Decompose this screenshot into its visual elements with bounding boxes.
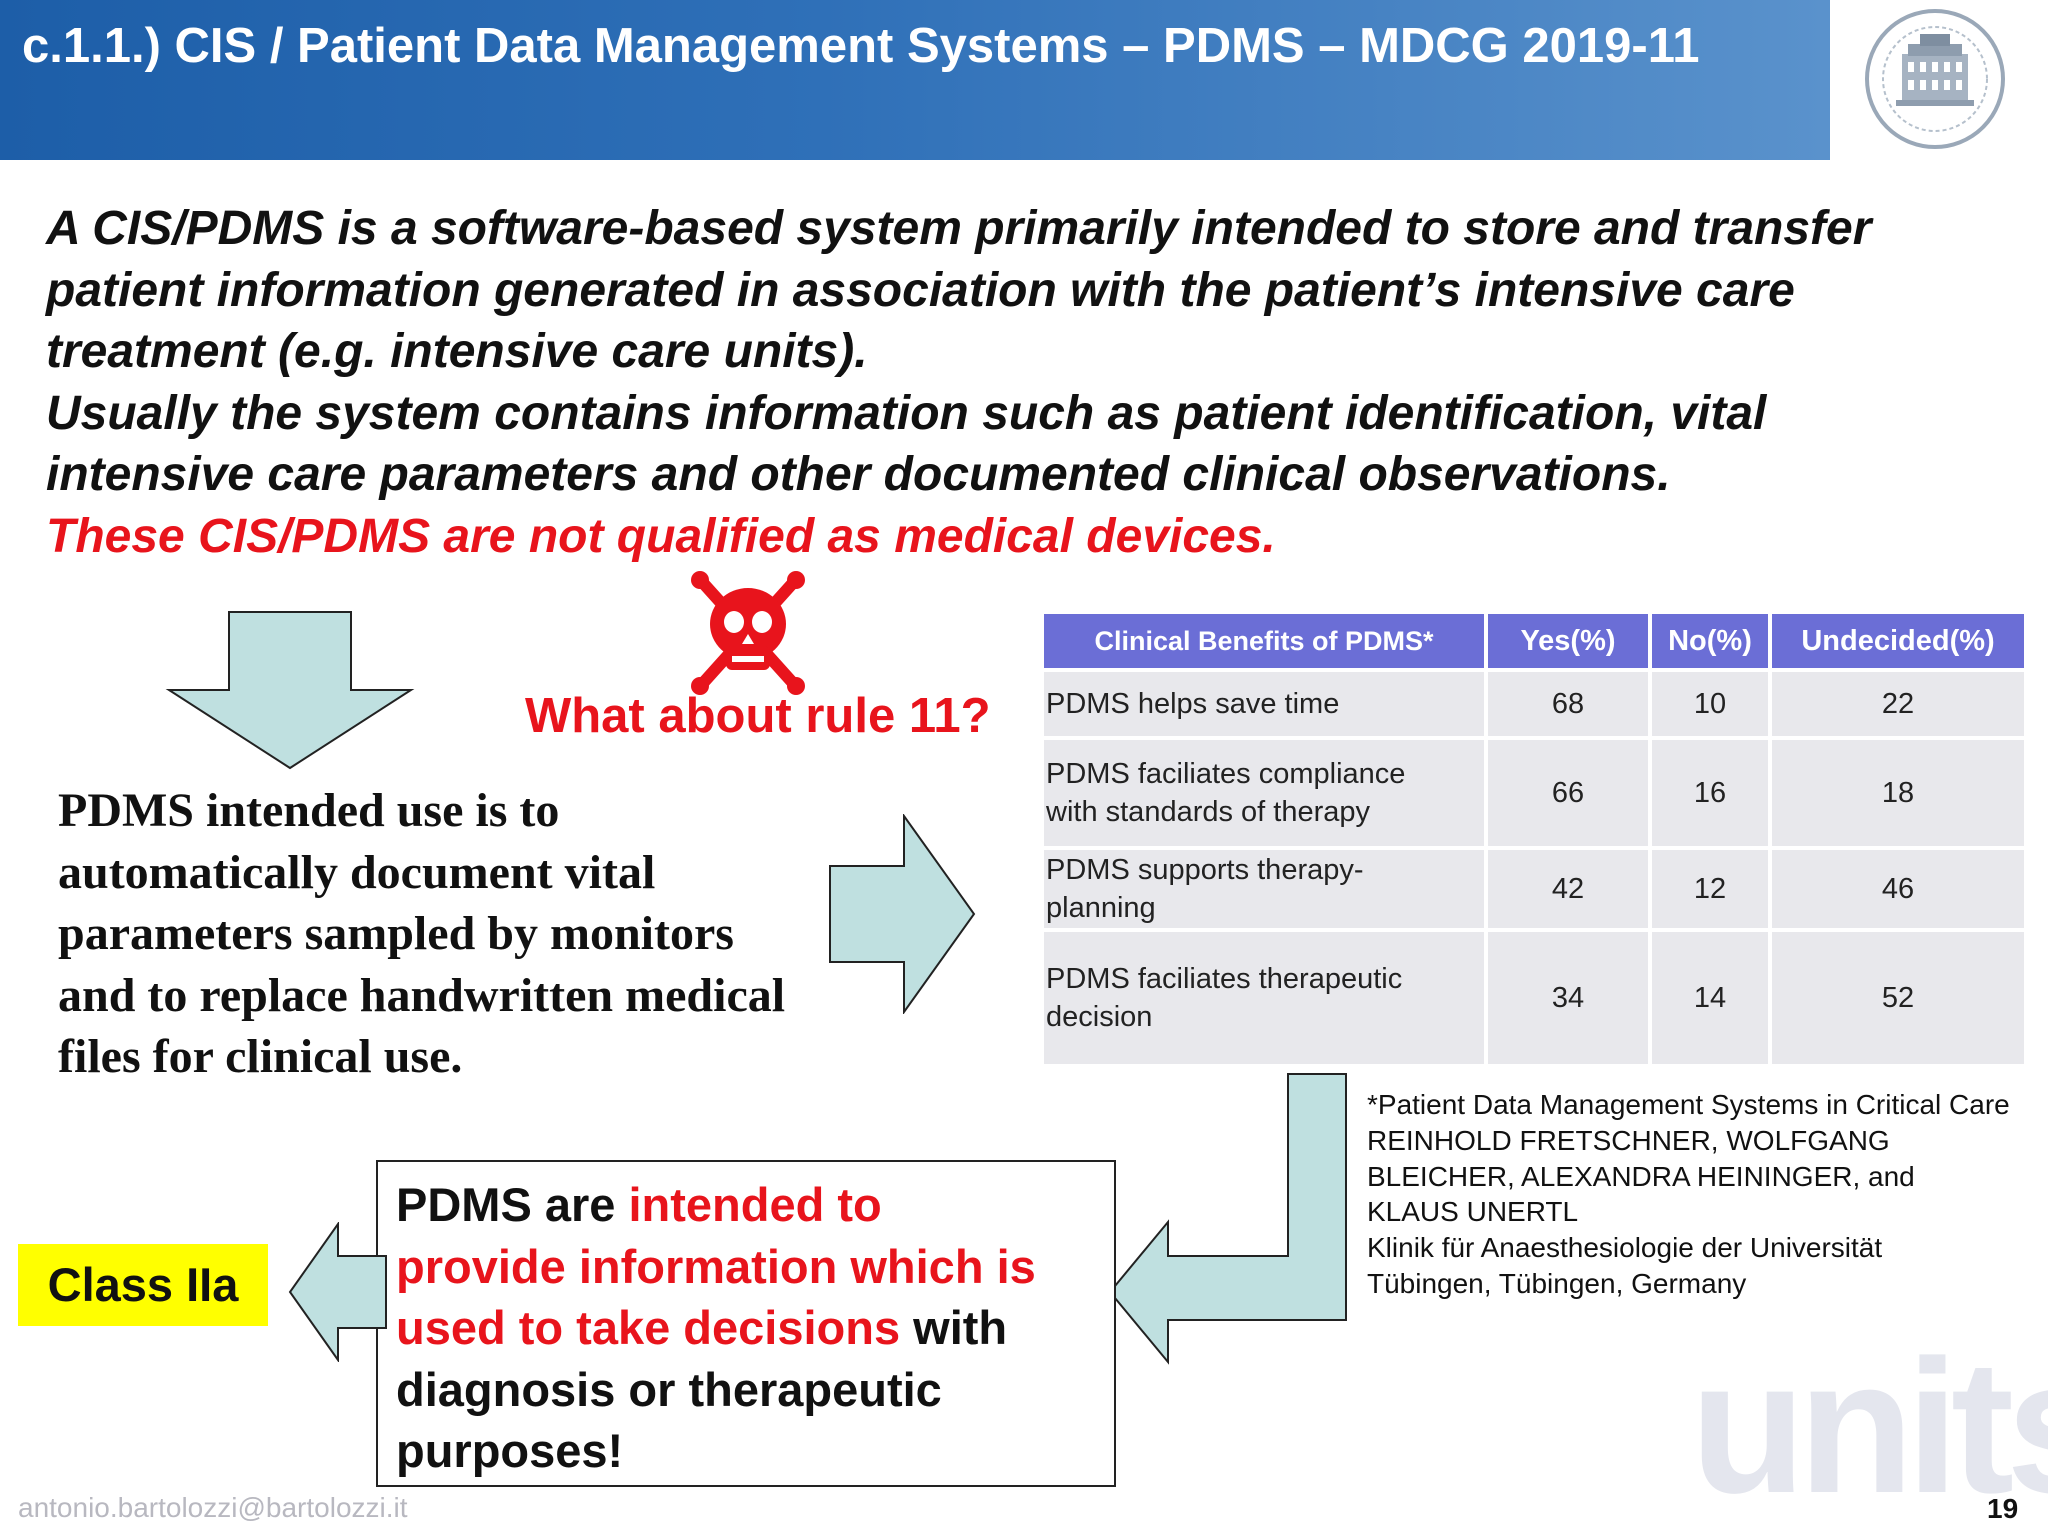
table-row: PDMS helps save time 68 10 22 xyxy=(1044,672,2024,736)
callout-line: PDMS are intended to xyxy=(396,1174,1096,1236)
benefit-label: PDMS faciliates therapeutic decision xyxy=(1044,932,1484,1064)
citation-line: Klinik für Anaesthesiologie der Universi… xyxy=(1367,1232,1883,1264)
undecided-value: 46 xyxy=(1772,850,2024,928)
decision-callout-box: PDMS are intended to provide information… xyxy=(376,1160,1116,1487)
yes-value: 66 xyxy=(1488,740,1648,846)
definition-line: patient information generated in associa… xyxy=(46,263,1795,317)
definition-line: intensive care parameters and other docu… xyxy=(46,448,1671,501)
intended-use-line: files for clinical use. xyxy=(58,1030,463,1083)
definition-line: treatment (e.g. intensive care units). xyxy=(46,325,868,378)
citation-line: Tübingen, Tübingen, Germany xyxy=(1367,1267,1747,1299)
intended-use-line: PDMS intended use is to xyxy=(58,784,560,837)
down-arrow-icon xyxy=(165,611,415,770)
undecided-value: 52 xyxy=(1772,932,2024,1064)
benefit-label-line: PDMS supports therapy- xyxy=(1046,854,1364,886)
undecided-value: 18 xyxy=(1772,740,2024,846)
no-value: 16 xyxy=(1652,740,1768,846)
not-medical-device-statement: These CIS/PDMS are not qualified as medi… xyxy=(46,509,1276,563)
table-header-row: Clinical Benefits of PDMS* Yes(%) No(%) … xyxy=(1044,614,2024,668)
callout-highlight: provide information which is xyxy=(396,1239,1036,1293)
page-number: 19 xyxy=(1987,1493,2019,1524)
intended-use-text: PDMS intended use is to automatically do… xyxy=(58,780,858,1088)
right-arrow-icon xyxy=(829,814,976,1014)
callout-text: diagnosis or therapeutic xyxy=(396,1362,942,1416)
citation-text: *Patient Data Management Systems in Crit… xyxy=(1367,1087,2010,1302)
citation-line: KLAUS UNERTL xyxy=(1367,1196,1579,1228)
no-value: 10 xyxy=(1652,672,1768,736)
units-watermark: units xyxy=(1690,1321,2048,1533)
table-row: PDMS faciliates compliance with standard… xyxy=(1044,740,2024,846)
rule-11-question: What about rule 11? xyxy=(525,689,991,743)
callout-text: with xyxy=(900,1301,1008,1354)
benefit-label: PDMS helps save time xyxy=(1044,672,1484,736)
callout-text: PDMS are xyxy=(396,1178,629,1231)
elbow-arrow-shape xyxy=(1108,1073,1347,1365)
undecided-value: 22 xyxy=(1772,672,2024,736)
benefit-label-line: planning xyxy=(1046,892,1156,924)
callout-highlight: used to take decisions xyxy=(396,1301,901,1354)
university-seal-icon xyxy=(1865,9,2005,149)
class-iia-badge: Class IIa xyxy=(18,1244,268,1326)
intended-use-line: and to replace handwritten medical xyxy=(58,968,786,1022)
callout-line: used to take decisions with xyxy=(396,1297,1096,1359)
intended-use-line: parameters sampled by monitors xyxy=(58,907,734,960)
definition-line: Usually the system contains information … xyxy=(46,386,1767,440)
skull-crossbones-icon xyxy=(691,571,805,695)
column-header: Undecided(%) xyxy=(1772,614,2024,668)
table-row: PDMS faciliates therapeutic decision 34 … xyxy=(1044,932,2024,1064)
definition-line: A CIS/PDMS is a software-based system pr… xyxy=(46,202,1872,255)
citation-line: BLEICHER, ALEXANDRA HEININGER, and xyxy=(1367,1160,1915,1192)
no-value: 14 xyxy=(1652,932,1768,1064)
benefit-label: PDMS faciliates compliance with standard… xyxy=(1044,740,1484,846)
table-row: PDMS supports therapy- planning 42 12 46 xyxy=(1044,850,2024,928)
citation-line: *Patient Data Management Systems in Crit… xyxy=(1367,1089,2010,1120)
definition-paragraph: A CIS/PDMS is a software-based system pr… xyxy=(46,198,2026,567)
benefit-label-line: PDMS helps save time xyxy=(1046,688,1340,720)
benefit-label-line: PDMS faciliates compliance xyxy=(1046,758,1406,790)
callout-highlight: intended to xyxy=(628,1178,882,1231)
column-header: No(%) xyxy=(1652,614,1768,668)
benefit-label-line: with standards of therapy xyxy=(1046,796,1371,828)
slide-title: c.1.1.) CIS / Patient Data Management Sy… xyxy=(22,19,1700,73)
yes-value: 68 xyxy=(1488,672,1648,736)
column-header: Clinical Benefits of PDMS* xyxy=(1044,614,1484,668)
no-value: 12 xyxy=(1652,850,1768,928)
yes-value: 42 xyxy=(1488,850,1648,928)
clinical-benefits-table: Clinical Benefits of PDMS* Yes(%) No(%) … xyxy=(1040,610,2028,1068)
citation-line: REINHOLD FRETSCHNER, WOLFGANG xyxy=(1367,1124,1890,1156)
benefit-label: PDMS supports therapy- planning xyxy=(1044,850,1484,928)
benefit-label-line: decision xyxy=(1046,1001,1153,1033)
intended-use-line: automatically document vital xyxy=(58,845,656,899)
yes-value: 34 xyxy=(1488,932,1648,1064)
column-header: Yes(%) xyxy=(1488,614,1648,668)
left-arrow-icon xyxy=(288,1222,387,1362)
footer-email: antonio.bartolozzi@bartolozzi.it xyxy=(18,1492,408,1523)
header-band: c.1.1.) CIS / Patient Data Management Sy… xyxy=(0,0,1830,160)
callout-text: purposes! xyxy=(396,1424,624,1477)
benefit-label-line: PDMS faciliates therapeutic xyxy=(1046,963,1403,995)
